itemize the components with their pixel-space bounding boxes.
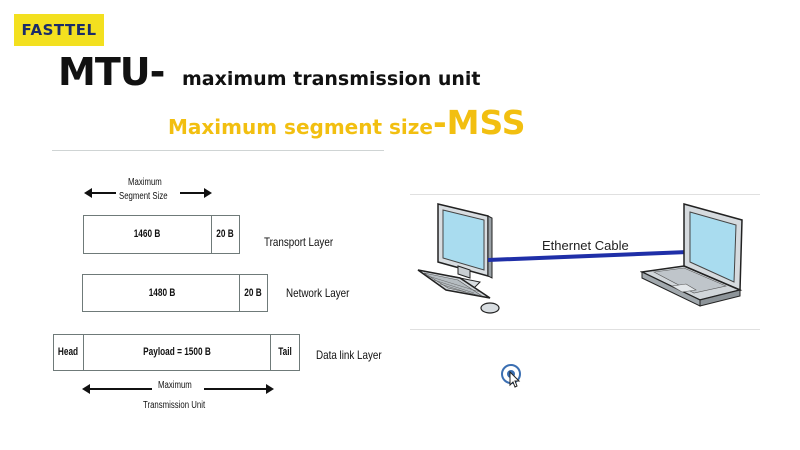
datalink-layer-label: Data link Layer [316, 348, 382, 362]
datalink-payload: Payload = 1500 B [143, 346, 211, 358]
mtu-label-line2: Transmission Unit [143, 400, 206, 411]
title-panel [52, 52, 768, 152]
mss-text: Maximum segment size [168, 115, 433, 139]
datalink-head: Head [57, 346, 79, 358]
datalink-head-box [53, 334, 84, 371]
ethernet-cable-label: Ethernet Cable [542, 238, 629, 253]
mss-arrow [84, 188, 212, 198]
mss-heading: Maximum segment size -MSS [168, 103, 526, 142]
transport-payload-box [83, 215, 212, 254]
cursor-icon [501, 364, 521, 388]
mtu-title: MTU- [58, 50, 165, 94]
mtu-label-line1: Maximum [158, 380, 192, 391]
divider [52, 150, 384, 151]
datalink-tail: Tail [278, 346, 292, 358]
mss-abbrev: -MSS [432, 103, 526, 142]
logo-text: FASTTEL [21, 21, 97, 39]
transport-header-box [211, 215, 240, 254]
mss-label-line2: Segment Size [119, 191, 168, 202]
mtu-arrow [82, 384, 274, 394]
network-header-box [239, 274, 268, 312]
fasttel-logo: FASTTEL [14, 14, 104, 46]
laptop-icon [640, 203, 743, 307]
desktop-computer-icon [417, 203, 500, 314]
network-payload: 1480 B [148, 287, 176, 299]
mtu-subtitle: maximum transmission unit [182, 68, 481, 90]
mss-label-line1: Maximum [128, 177, 162, 188]
network-layer-label: Network Layer [286, 286, 350, 300]
network-payload-box [82, 274, 240, 312]
transport-payload: 1460 B [133, 228, 161, 240]
transport-layer-label: Transport Layer [264, 235, 334, 249]
datalink-tail-box [270, 334, 300, 371]
ethernet-cable [488, 250, 688, 262]
datalink-payload-box [83, 334, 271, 371]
network-header: 20 B [244, 287, 262, 299]
transport-header: 20 B [216, 228, 234, 240]
